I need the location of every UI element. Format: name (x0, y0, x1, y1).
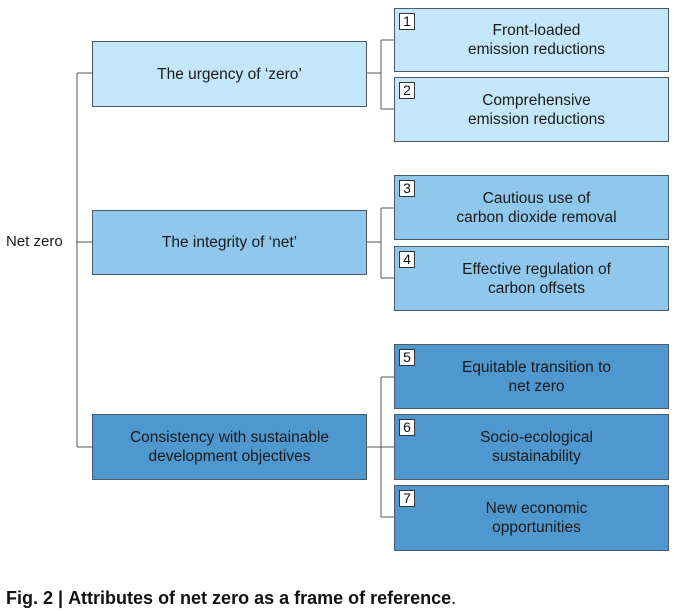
attribute-box-3: 3 Cautious use of carbon dioxide removal (394, 175, 669, 240)
group-box-integrity: The integrity of ‘net’ (92, 210, 367, 275)
attribute-box-5: 5 Equitable transition to net zero (394, 344, 669, 409)
attribute-box-7: 7 New economic opportunities (394, 485, 669, 551)
attribute-number: 3 (399, 180, 415, 197)
root-label: Net zero (6, 233, 63, 250)
attribute-number: 7 (399, 490, 415, 507)
attribute-label: Cautious use of carbon dioxide removal (456, 189, 617, 226)
group-box-consistency: Consistency with sustainable development… (92, 414, 367, 480)
attribute-label: Front-loaded emission reductions (468, 22, 605, 58)
attribute-label: Comprehensive emission reductions (468, 91, 605, 128)
attribute-number: 5 (399, 349, 415, 366)
attribute-label: Socio-ecological sustainability (480, 429, 593, 465)
figure-caption: Fig. 2 | Attributes of net zero as a fra… (6, 586, 456, 610)
group-label: Consistency with sustainable development… (129, 429, 330, 465)
attribute-number: 4 (399, 251, 415, 268)
caption-text: Attributes of net zero as a frame of ref… (68, 588, 452, 608)
attribute-label: New economic opportunities (485, 500, 588, 536)
attribute-box-2: 2 Comprehensive emission reductions (394, 77, 669, 142)
attribute-number: 6 (399, 419, 415, 436)
attribute-box-4: 4 Effective regulation of carbon offsets (394, 246, 669, 311)
attribute-label: Equitable transition to net zero (461, 358, 612, 395)
attribute-box-6: 6 Socio-ecological sustainability (394, 414, 669, 480)
group-label: The integrity of ‘net’ (161, 234, 298, 251)
group-label: The urgency of ‘zero’ (157, 65, 302, 83)
group-box-urgency: The urgency of ‘zero’ (92, 41, 367, 107)
caption-end: . (451, 588, 457, 608)
attribute-number: 2 (399, 82, 415, 99)
caption-label: Fig. 2 | (6, 588, 64, 608)
attribute-box-1: 1 Front-loaded emission reductions (394, 8, 669, 72)
attribute-number: 1 (399, 13, 415, 30)
attribute-label: Effective regulation of carbon offsets (462, 260, 611, 297)
